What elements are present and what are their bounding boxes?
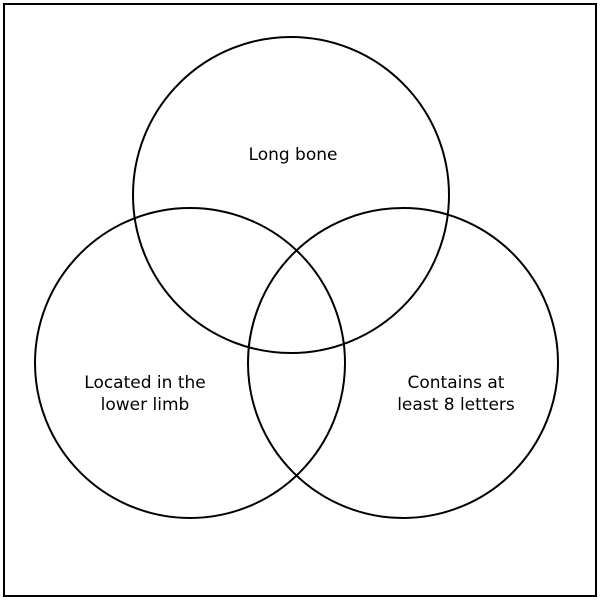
venn-label-left: Located in the lower limb <box>84 373 206 415</box>
venn-circle-right[interactable] <box>247 207 559 519</box>
venn-label-top: Long bone <box>248 145 338 165</box>
outer-frame <box>3 3 597 597</box>
venn-circle-left[interactable] <box>34 207 346 519</box>
venn-circle-top[interactable] <box>132 36 450 354</box>
venn-label-right: Contains at least 8 letters <box>397 373 515 415</box>
